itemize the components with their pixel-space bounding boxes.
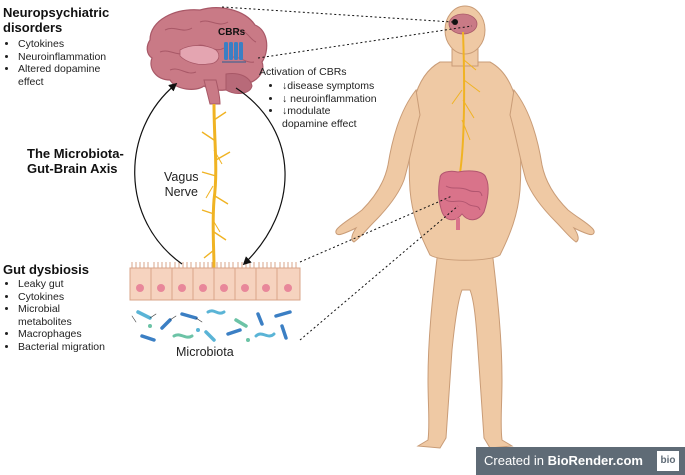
credit-prefix: Created in — [484, 453, 548, 468]
human-body-figure — [335, 5, 595, 449]
biorender-logo-icon: bio — [657, 451, 679, 471]
credit-brand: BioRender.com — [547, 453, 643, 468]
list-item: Neuroinflammation — [18, 51, 106, 64]
list-item: Microbial — [18, 303, 105, 316]
list-item: Leaky gut — [18, 278, 105, 291]
vagus-nerve-label: Vagus Nerve — [164, 170, 199, 200]
gut-epithelium — [129, 262, 301, 301]
credit-text: Created in BioRender.com — [484, 453, 643, 468]
activation-list: ↓disease symptoms ↓ neuroinflammation ↓m… — [269, 80, 377, 130]
list-item: dopamine effect — [282, 117, 357, 130]
neuro-title-line: Neuropsychiatric — [3, 5, 110, 20]
activation-title: Activation of CBRs — [259, 66, 347, 78]
neuro-list: Cytokines Neuroinflammation Altered dopa… — [5, 38, 106, 88]
vagus-line: Nerve — [164, 185, 198, 199]
list-item: ↓disease symptoms — [282, 80, 377, 93]
vagus-line: Vagus — [164, 170, 199, 184]
cbr-receptor-icon — [222, 42, 246, 63]
axis-title-line: The Microbiota- — [27, 146, 124, 161]
list-item: Altered dopamine — [18, 63, 106, 76]
list-item: ↓modulate — [282, 105, 377, 118]
neuro-title-line: disorders — [3, 20, 63, 35]
brain-focus-dot — [452, 19, 458, 25]
list-item: Bacterial migration — [18, 341, 105, 354]
list-item: Cytokines — [18, 291, 105, 304]
biorender-credit-bar[interactable]: Created in BioRender.com bio — [476, 447, 685, 475]
list-item: Macrophages — [18, 328, 105, 341]
arrow-gut-to-brain — [134, 82, 183, 265]
dysbiosis-title: Gut dysbiosis — [3, 262, 89, 277]
list-item: metabolites — [18, 315, 72, 328]
list-item: effect — [18, 75, 44, 88]
dysbiosis-list: Leaky gut Cytokines Microbial metabolite… — [5, 278, 105, 353]
microbiota-label: Microbiota — [176, 345, 234, 359]
brain-illustration — [146, 7, 268, 105]
axis-title: The Microbiota- Gut-Brain Axis — [27, 146, 124, 176]
dotted-connectors — [221, 6, 473, 341]
arrow-brain-to-gut — [235, 87, 286, 266]
list-item: Cytokines — [18, 38, 106, 51]
microbiota-bacteria — [131, 309, 292, 342]
list-item: ↓ neuroinflammation — [282, 93, 377, 106]
vagus-nerve — [201, 103, 231, 269]
cbrs-label: CBRs — [218, 27, 246, 38]
axis-title-line: Gut-Brain Axis — [27, 161, 118, 176]
neuro-title: Neuropsychiatric disorders — [3, 5, 109, 35]
